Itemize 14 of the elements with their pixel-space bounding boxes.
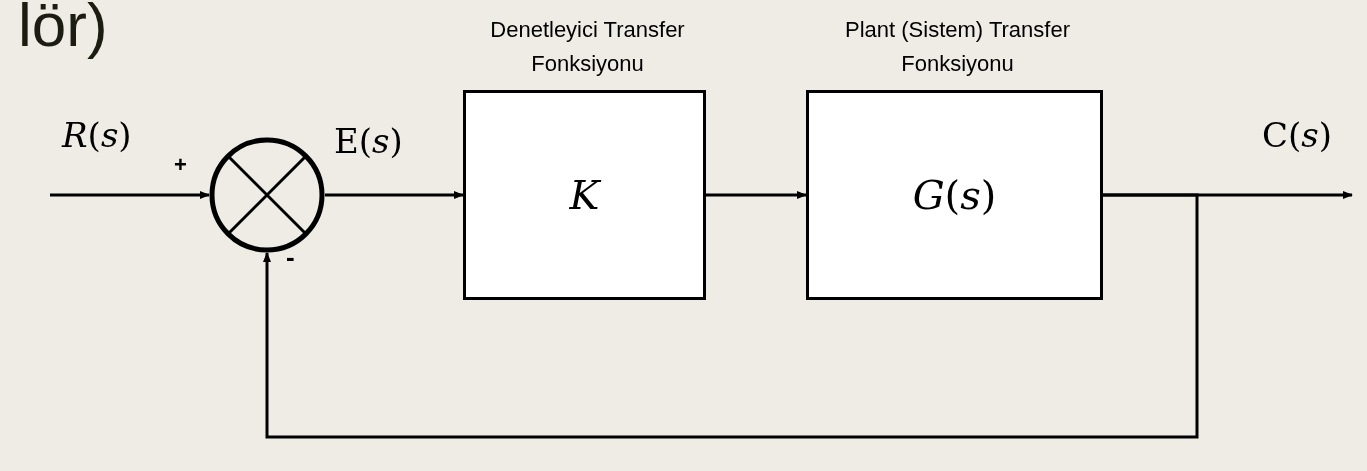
summing-junction xyxy=(209,137,325,253)
sign-label: + xyxy=(174,151,187,179)
edge-label: C(s) xyxy=(1262,118,1332,152)
block-heading: Plant (Sistem) Transfer Fonksiyonu xyxy=(844,16,1071,78)
transfer-function: G(s) xyxy=(912,175,997,215)
transfer-function: K xyxy=(569,175,600,215)
arrow xyxy=(50,191,210,199)
edge-label: R(s) xyxy=(62,118,132,152)
arrow xyxy=(325,191,464,199)
edge-label: E(s) xyxy=(334,124,403,158)
sign-label: - xyxy=(286,241,295,274)
block-heading: Denetleyici Transfer Fonksiyonu xyxy=(489,16,686,78)
arrow xyxy=(263,193,1199,439)
arrow xyxy=(706,191,807,199)
